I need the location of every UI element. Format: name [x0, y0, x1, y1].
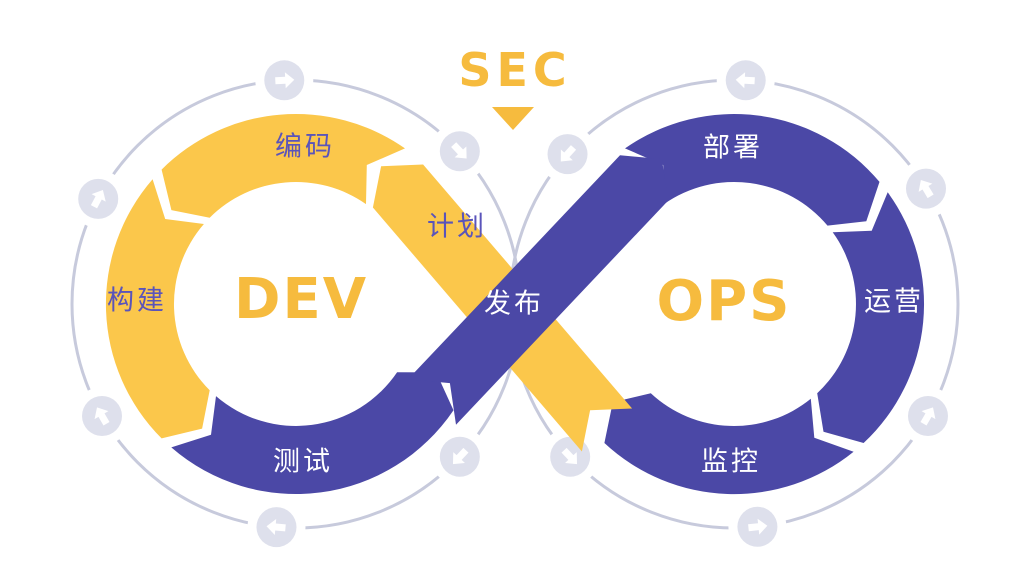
stage-monitor-label: 监控 [701, 446, 761, 478]
sec-title: SEC [458, 43, 572, 97]
stage-release-label: 发布 [484, 288, 544, 320]
build-arc [105, 179, 210, 439]
dev-loop-title: DEV [233, 267, 369, 332]
flow-arrow-icon [560, 145, 577, 162]
deploy-arc [625, 114, 880, 226]
monitor-arc [604, 393, 854, 495]
flow-arrow-icon [451, 142, 467, 159]
flow-arrow-icon [266, 519, 286, 535]
ops-loop-title: OPS [656, 269, 792, 334]
stage-deploy-label: 部署 [703, 132, 763, 164]
flow-arrow-icon [735, 72, 755, 89]
flow-arrow-icon [275, 72, 295, 89]
stage-test-label: 测试 [273, 446, 333, 478]
sec-pointer-triangle-icon [492, 107, 534, 130]
operate-arc [817, 192, 925, 443]
release-band [408, 155, 668, 425]
stage-build-label: 构建 [107, 285, 167, 317]
test-arc [171, 372, 454, 495]
stage-plan-label: 计划 [427, 211, 487, 243]
code-arc [161, 113, 405, 218]
flow-arrow-icon [90, 189, 106, 209]
flow-arrow-icon [94, 407, 110, 426]
stage-operate-label: 运营 [864, 286, 924, 318]
flow-arrow-icon [748, 518, 768, 535]
flow-arrow-icon [918, 180, 934, 199]
flow-arrow-icon [920, 407, 936, 426]
flow-arrow-icon [452, 447, 469, 465]
flow-arrow-icon [561, 447, 578, 465]
stage-code-label: 编码 [275, 131, 335, 163]
